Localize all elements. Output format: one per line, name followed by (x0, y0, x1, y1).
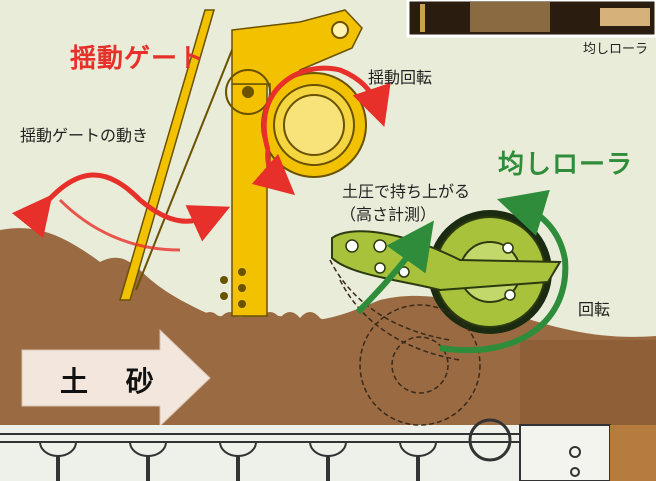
gate-motion-label: 揺動ゲートの動き (20, 126, 149, 145)
lift-arrow (355, 220, 434, 315)
photo-inset (406, 0, 656, 38)
roller-rotation-arrow (439, 189, 569, 354)
soil-right (520, 340, 656, 425)
lower-position-outline (329, 259, 481, 426)
soil-label: 土 砂 (60, 365, 168, 398)
eccentric-drive (261, 72, 367, 178)
gate-motion-arrow (11, 172, 231, 252)
conveyor (0, 418, 656, 481)
gate-title: 揺動ゲート (70, 44, 206, 74)
height-measure-label: （高さ計測） (340, 205, 437, 224)
soil-bumps (140, 312, 340, 330)
lift-label: 土圧で持ち上がる (342, 182, 471, 201)
roller-title: 均しローラ (498, 150, 634, 180)
rocking-rotation-label: 揺動回転 (368, 68, 433, 87)
rocking-rotation-arrow (251, 65, 391, 196)
soil-arrow (21, 328, 211, 428)
photo-caption: 均しローラ (582, 42, 648, 57)
rotation-label: 回転 (578, 300, 611, 319)
